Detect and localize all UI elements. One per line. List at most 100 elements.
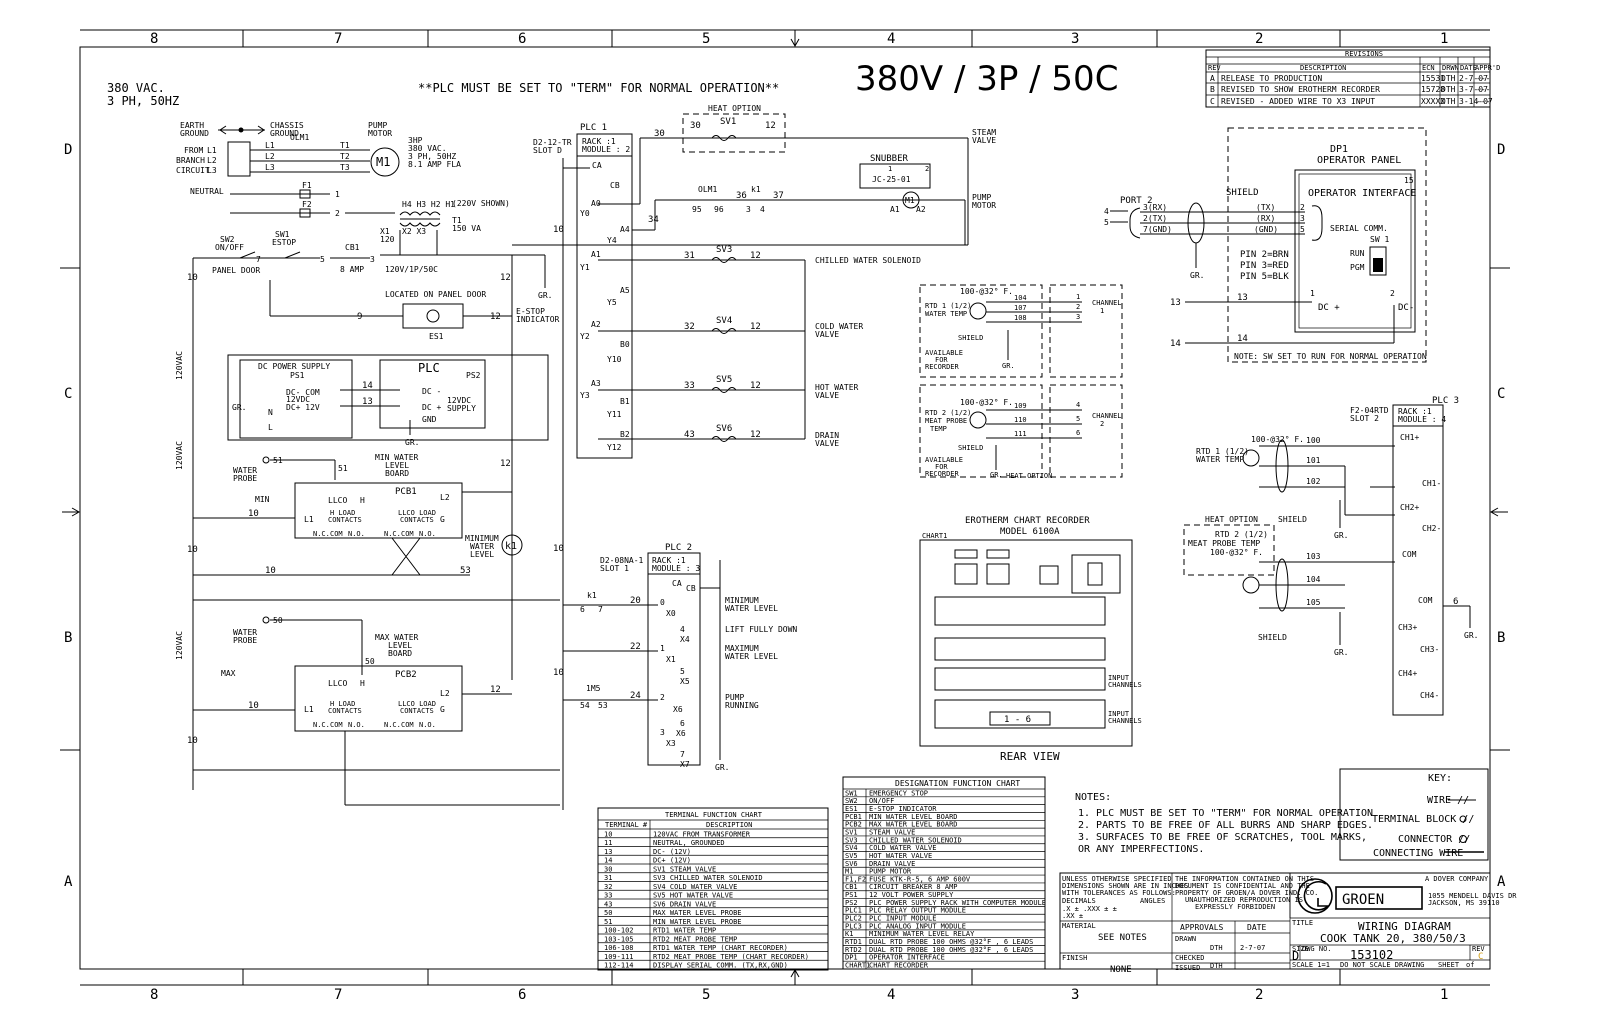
row-label: D [1497, 142, 1505, 158]
diagram-label: WITH TOLERANCES AS FOLLOWS: [1062, 889, 1176, 897]
diagram-label: 13 [1237, 293, 1248, 303]
diagram-label: CHASSIS [270, 121, 304, 130]
diagram-label: CONNECTOR // [1398, 834, 1470, 845]
designation-description: MINIMUM WATER LEVEL RELAY [869, 930, 975, 938]
diagram-label: SV3 [716, 245, 732, 255]
diagram-label: 13 [362, 397, 373, 407]
diagram-label: EARTH [180, 121, 204, 130]
diagram-label: 2 [1390, 289, 1395, 298]
diagram-label: D2-08NA-1 [600, 556, 644, 565]
diagram-label: 0 [660, 598, 665, 607]
diagram-label: CH2- [1422, 524, 1441, 533]
diagram-label: RTD 1 (1/2) [1196, 447, 1249, 456]
diagram-label: ON/OFF [215, 243, 244, 252]
plc3-analog-input-module: PLC 3 F2-04RTD SLOT 2 RACK :1 MODULE : 4… [1183, 396, 1478, 716]
designation-description: MAX WATER LEVEL BOARD [869, 821, 958, 829]
diagram-label: CONTACTS [328, 707, 362, 715]
diagram-label: .XX ± [1062, 912, 1083, 920]
dp1-operator-panel: DP1 OPERATOR PANEL 15 OPERATOR INTERFACE… [1104, 127, 1427, 363]
diagram-label: CH4- [1420, 691, 1439, 700]
row-label: B [64, 630, 72, 646]
diagram-label: RUN [1350, 249, 1365, 258]
diagram-label: X2 X3 [402, 227, 426, 236]
diagram-label: 104 [1306, 575, 1321, 584]
designation-code: SV5 [845, 852, 858, 860]
diagram-label: 1M5 [586, 684, 601, 693]
diagram-label: GR. [1002, 362, 1015, 370]
diagram-label: X7 [680, 760, 690, 769]
diagram-label: PIN 5=BLK [1240, 272, 1289, 282]
diagram-label: GR. [1190, 271, 1204, 280]
diagram-label: GR. [1464, 631, 1478, 640]
max-water-level-board-pcb2: WATER PROBE MAX 50 50 MAX WATER LEVEL BO… [187, 545, 560, 806]
designation-code: CHART1 [845, 962, 870, 970]
diagram-label: N.C. [313, 530, 330, 538]
diagram-label: SHEET [1438, 961, 1460, 969]
diagram-label: 5 [680, 667, 685, 676]
designation-code: PS1 [845, 891, 858, 899]
revisions-title: REVISIONS [1345, 50, 1383, 58]
rev-header: ECN [1422, 64, 1435, 72]
diagram-label: 51 [338, 464, 348, 473]
designation-code: RTD1 [845, 938, 862, 946]
supply-phase: 3 PH, 50HZ [107, 94, 179, 108]
diagram-label: WATER [233, 628, 257, 637]
diagram-label: 31 [684, 251, 695, 261]
diagram-label: THE INFORMATION CONTAINED ON THIS [1175, 875, 1314, 883]
diagram-label: UNLESS OTHERWISE SPECIFIED [1062, 875, 1172, 883]
diagram-label: REAR VIEW [1000, 750, 1060, 763]
diagram-label: LEVEL [388, 641, 412, 650]
diagram-label: 50 [365, 657, 375, 666]
row-label: C [1497, 386, 1505, 402]
diagram-label: PCB2 [395, 670, 417, 680]
diagram-label: 7(GND) [1143, 225, 1172, 234]
diagram-label: HEAT OPTION [1006, 472, 1052, 480]
diagram-label: DESIGNATION FUNCTION CHART [895, 779, 1020, 788]
pump-contactor-m1 [902, 191, 920, 209]
col-label: 5 [702, 31, 710, 47]
diagram-label: 4 [1104, 207, 1109, 216]
diagram-label: X0 [666, 609, 676, 618]
diagram-label: MATERIAL [1062, 922, 1096, 930]
diagram-label: PANEL DOOR [212, 266, 260, 275]
diagram-label: 100-@32° F. [960, 287, 1013, 296]
diagram-label: CA [592, 161, 602, 170]
diagram-label: 12 [490, 312, 501, 322]
diagram-label: A1 [890, 205, 900, 214]
diagram-label: EROTHERM CHART RECORDER [965, 516, 1090, 526]
diagram-label: --- [1476, 85, 1490, 94]
diagram-label: Y11 [607, 410, 622, 419]
diagram-label: 7 [680, 750, 685, 759]
designation-code: RTD2 [845, 946, 862, 954]
diagram-label: VALVE [815, 330, 839, 339]
diagram-label: N [268, 408, 273, 417]
diagram-label: MEAT PROBE [925, 417, 967, 425]
diagram-label: 1 [660, 644, 665, 653]
diagram-label: N.C. [313, 721, 330, 729]
diagram-label: 110 [1014, 416, 1027, 424]
diagram-label: A DOVER COMPANY [1425, 875, 1489, 883]
diagram-label: DTH [1210, 944, 1223, 952]
diagram-label: 12 [500, 273, 511, 283]
diagram-label: --- [1476, 74, 1490, 83]
diagram-label: COM [1402, 550, 1417, 559]
terminal-number: 106-108 [604, 944, 634, 952]
diagram-label: of [1466, 961, 1474, 969]
diagram-label: MODULE : 4 [1398, 415, 1446, 424]
diagram-label: 109 [1014, 402, 1027, 410]
rev-header: APPR'D [1475, 64, 1500, 72]
diagram-label: 1 - 6 [1004, 715, 1031, 725]
diagram-label: A5 [620, 286, 630, 295]
diagram-label: TITLE [1292, 919, 1313, 927]
designation-code: SW2 [845, 797, 858, 805]
diagram-label: 36 [736, 191, 747, 201]
diagram-label: X3 [666, 739, 676, 748]
diagram-label: 1 [335, 190, 340, 199]
diagram-label: 5 [1104, 218, 1109, 227]
diagram-label: H LOAD [330, 509, 355, 517]
terminal-number: 32 [604, 883, 612, 891]
diagram-label: 3 [370, 255, 375, 264]
diagram-label: 1 [1076, 293, 1080, 301]
terminal-number: 100-102 [604, 927, 634, 935]
